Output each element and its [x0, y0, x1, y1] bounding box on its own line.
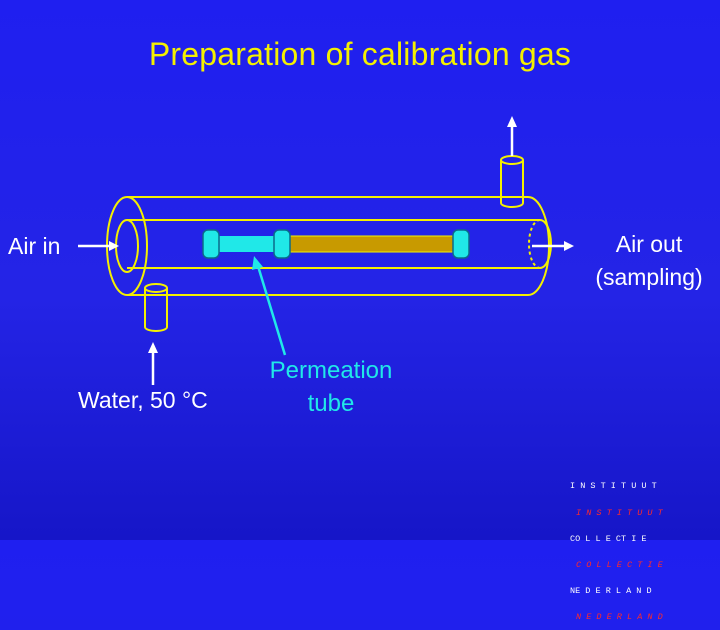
water-stub	[144, 283, 168, 332]
logo-line: I N S T I T U U T	[570, 481, 657, 492]
permeation-label: Permeation tube	[252, 354, 410, 420]
permeation-line2: tube	[307, 390, 355, 417]
water-label: Water, 50 °C	[78, 387, 208, 413]
logo-line: N E D E R L A N D	[576, 611, 663, 622]
page-title: Preparation of calibration gas	[148, 36, 572, 72]
logo-line: C O L L E C T I E	[576, 559, 663, 570]
air-in-label: Air in	[8, 233, 61, 259]
air-out-label: Air out (sampling)	[583, 228, 715, 294]
air-out-stub	[500, 155, 524, 208]
permeation-tube	[202, 229, 470, 259]
logo-line: I N S T I T U U T	[576, 507, 663, 518]
inner-tube	[127, 219, 552, 269]
air-out-line1: Air out	[615, 231, 683, 257]
calibration-diagram	[78, 116, 574, 385]
permeation-pointer	[252, 256, 287, 356]
permeation-line1: Permeation	[269, 357, 393, 384]
logo-line: CO L L E CT I E	[570, 533, 647, 544]
institute-logo: I N S T I T U U T I N S T I T U U T CO L…	[570, 465, 705, 630]
logo-line: NE D E R L A N D	[570, 585, 652, 596]
air-out-line2: (sampling)	[595, 264, 703, 290]
flow-arrows	[78, 116, 574, 385]
